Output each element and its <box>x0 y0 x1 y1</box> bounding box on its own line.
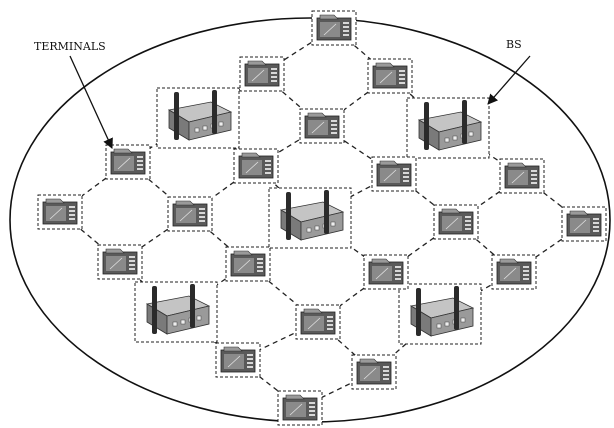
terminal-icon <box>225 246 271 282</box>
base-station-icon <box>268 187 352 249</box>
terminal-icon <box>491 254 537 290</box>
terminal-icon <box>233 148 279 184</box>
terminal-icon <box>499 158 545 194</box>
bs-label: BS <box>506 38 522 51</box>
terminal-icon <box>367 58 413 94</box>
terminal-icon <box>561 206 607 242</box>
base-station-icon <box>406 97 490 159</box>
terminals-arrow <box>69 55 113 149</box>
terminal-icon <box>371 156 417 192</box>
terminal-icon <box>215 342 261 378</box>
bs-arrow <box>487 55 531 105</box>
base-station-icon <box>398 283 482 345</box>
terminal-icon <box>239 56 285 92</box>
terminal-icon <box>277 390 323 426</box>
base-stations <box>134 87 490 345</box>
terminal-icon <box>295 304 341 340</box>
base-station-icon <box>134 281 218 343</box>
terminal-icon <box>363 254 409 290</box>
terminals-label: TERMINALS <box>34 40 106 53</box>
base-station-icon <box>156 87 240 149</box>
terminal-icon <box>351 354 397 390</box>
terminal-icon <box>433 204 479 240</box>
terminal-icon <box>167 196 213 232</box>
terminal-icon <box>311 10 357 46</box>
terminal-icon <box>97 244 143 280</box>
terminals <box>37 10 607 426</box>
terminal-icon <box>37 194 83 230</box>
link-line <box>309 173 395 219</box>
terminal-icon <box>299 108 345 144</box>
terminal-icon <box>105 144 151 180</box>
